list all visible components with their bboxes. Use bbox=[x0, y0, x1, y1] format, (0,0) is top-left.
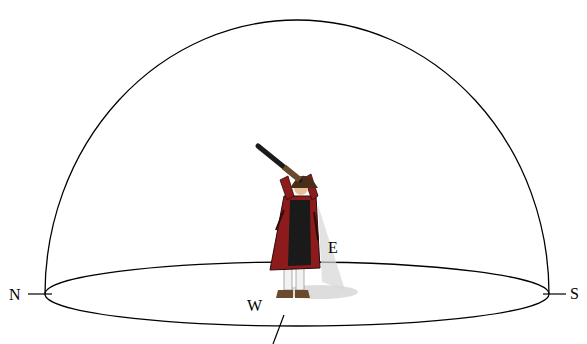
horizon-ellipse bbox=[45, 262, 549, 326]
west-label: W bbox=[247, 298, 262, 314]
north-tick bbox=[28, 293, 52, 294]
sky-dome bbox=[45, 20, 549, 294]
observer-figure bbox=[258, 146, 358, 299]
west-tick bbox=[273, 315, 284, 344]
south-label: S bbox=[570, 286, 579, 302]
south-tick bbox=[543, 293, 566, 294]
north-label: N bbox=[9, 287, 21, 303]
east-label: E bbox=[328, 240, 338, 256]
